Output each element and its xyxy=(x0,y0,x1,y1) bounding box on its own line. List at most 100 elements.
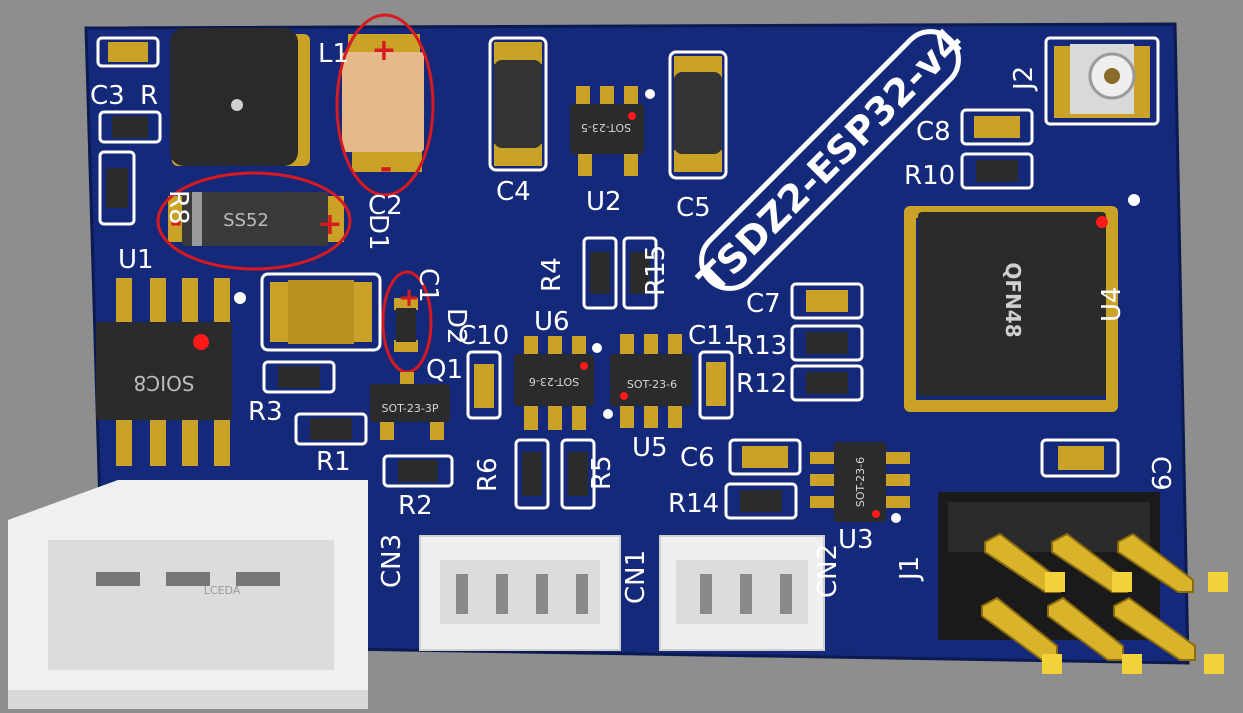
c7-body xyxy=(806,290,848,312)
u2-body xyxy=(570,104,644,154)
r10-outline xyxy=(960,152,1034,190)
label-r6: R6 xyxy=(473,457,503,492)
label-r7: R xyxy=(140,81,158,111)
label-c4: C4 xyxy=(496,177,531,207)
label-r3: R3 xyxy=(248,397,283,427)
label-u4: U4 xyxy=(1097,286,1127,322)
r13-body xyxy=(806,332,848,354)
label-c8: C8 xyxy=(916,117,951,147)
label-r13: R13 xyxy=(736,331,787,361)
r1-body xyxy=(310,418,352,440)
d1-body xyxy=(182,192,328,246)
u1-bottom-pins xyxy=(116,416,230,466)
c1-pad-right xyxy=(352,282,372,342)
u5-silk-dot xyxy=(603,409,613,419)
q1-pins xyxy=(400,372,414,386)
c10-outline xyxy=(466,350,502,420)
label-c1: C1 xyxy=(413,268,443,303)
c2-pad-bottom xyxy=(352,150,422,172)
d1-cathode-band xyxy=(192,192,202,246)
u4-package-label: QFN48 xyxy=(1001,262,1025,337)
label-c3: C3 xyxy=(90,81,125,111)
c5-body xyxy=(674,72,722,154)
u2-pin1-dot xyxy=(645,89,655,99)
label-c9: C9 xyxy=(1145,456,1175,491)
cn2-connector xyxy=(659,535,825,651)
r1-outline xyxy=(294,412,368,446)
u3-body xyxy=(834,442,886,522)
label-c5: C5 xyxy=(676,193,711,223)
u6-pins xyxy=(524,336,586,430)
j1-housing-top xyxy=(948,502,1150,552)
label-r12: R12 xyxy=(736,369,787,399)
r12-outline xyxy=(790,364,864,402)
label-r14: R14 xyxy=(668,489,719,519)
d1-annotation-ring xyxy=(156,171,352,271)
r7-outline xyxy=(98,110,162,144)
label-j1: J1 xyxy=(895,556,925,582)
r4-body xyxy=(590,252,610,294)
d1-minus-mark: - xyxy=(170,205,182,240)
q1-body xyxy=(370,384,450,422)
label-u6: U6 xyxy=(534,307,570,337)
u2-package-label: SOT-23-5 xyxy=(581,121,631,134)
u3-red-dot xyxy=(872,510,880,518)
cn3-vendor-label: LCEDA xyxy=(204,584,241,597)
d2-body xyxy=(396,308,416,342)
u5-package-label: SOT-23-6 xyxy=(627,378,677,391)
u5-pins xyxy=(620,334,682,428)
u3-pins xyxy=(810,452,910,508)
r5-outline xyxy=(560,438,596,510)
c4-outline xyxy=(488,36,548,172)
label-c11: C11 xyxy=(688,321,739,351)
label-cn3: CN3 xyxy=(377,534,407,588)
label-u1: U1 xyxy=(118,245,154,275)
u6-body xyxy=(514,354,594,406)
c9-outline xyxy=(1040,438,1120,478)
u1-silk-dot xyxy=(234,292,246,304)
cn1-connector xyxy=(419,535,621,651)
r3-outline xyxy=(262,360,336,394)
c4-body xyxy=(494,60,542,148)
r14-body xyxy=(740,490,782,512)
c8-body xyxy=(974,116,1020,138)
c2-minus-mark: - xyxy=(380,151,392,186)
c10-body xyxy=(474,364,494,408)
q1-pin-b1 xyxy=(380,418,394,440)
label-c6: C6 xyxy=(680,443,715,473)
label-q1: Q1 xyxy=(426,355,463,385)
label-j2: J2 xyxy=(1009,66,1039,92)
u1-package-label: SOIC8 xyxy=(133,371,194,395)
r13-outline xyxy=(790,324,864,362)
c4-pad-top xyxy=(494,42,542,64)
d2-plus-mark: + xyxy=(398,283,420,313)
c4-pad-bottom xyxy=(494,144,542,166)
label-r4: R4 xyxy=(537,257,567,292)
l1-dot xyxy=(231,99,243,111)
c6-body xyxy=(742,446,788,468)
label-u5: U5 xyxy=(632,433,668,463)
c1-pad-left xyxy=(270,282,290,342)
u4-silk-dot xyxy=(1128,194,1140,206)
c1-body xyxy=(288,280,354,344)
d2-pad-top xyxy=(394,298,418,310)
j1-pin-tips xyxy=(1042,572,1228,674)
r2-body xyxy=(398,460,438,482)
r4-outline xyxy=(582,236,618,310)
d1-marking: SS52 xyxy=(223,210,269,231)
u4-pin1-dot xyxy=(1096,216,1108,228)
d2-pad-bottom xyxy=(394,340,418,352)
c5-pad-bottom xyxy=(674,150,722,172)
pcb-edge xyxy=(84,22,1190,665)
label-r8: R8 xyxy=(163,190,193,225)
d1-plus-mark: + xyxy=(317,207,342,242)
u4-body xyxy=(918,212,1106,396)
label-d2: D2 xyxy=(441,308,471,345)
c8-outline xyxy=(960,108,1034,146)
c2-pad-top xyxy=(348,34,420,56)
r5-body xyxy=(568,452,588,496)
u2-red-dot xyxy=(628,112,636,120)
c2-annotation-ring xyxy=(335,13,435,197)
label-cn1: CN1 xyxy=(621,550,651,604)
